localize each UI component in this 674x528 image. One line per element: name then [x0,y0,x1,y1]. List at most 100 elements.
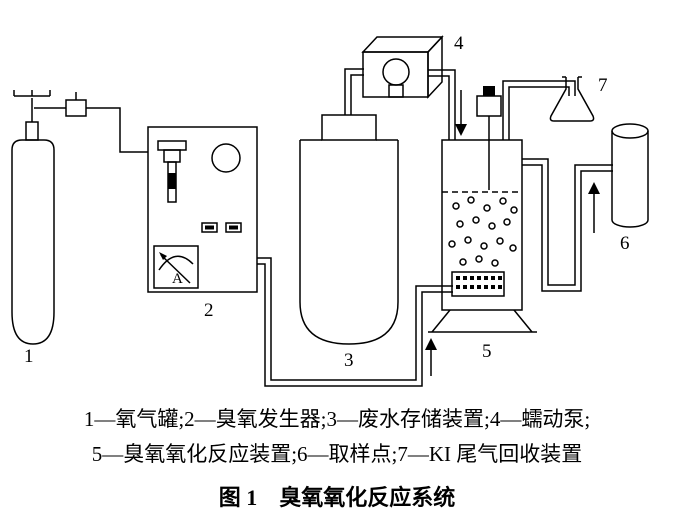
ozone-generator-housing [147,126,258,293]
pipe-line [257,263,453,387]
label-peristaltic-pump: 4 [454,33,464,54]
sparger-dots [456,276,502,289]
bubble [475,255,483,263]
pipe-line [350,74,364,115]
label-reactor: 5 [482,341,492,362]
pipe-reactor-to-flask [502,80,576,140]
bubble [488,222,496,230]
sparger-dot [498,276,502,280]
caption-line-1: 1—氧气罐;2—臭氧发生器;3—废水存储装置;4—蠕动泵; [83,407,591,431]
pipe-line [502,80,576,140]
storage-tank-lid [321,114,377,141]
flow-arrow-down-head [455,124,467,136]
bubble [509,244,517,252]
sparger-dot [463,276,467,280]
ammeter-needle [160,254,191,284]
pipe-line [522,158,613,286]
pipe-tank-to-pump [344,68,364,115]
flask-body [549,77,595,122]
bubble [464,236,472,244]
label-wastewater-storage: 3 [344,350,354,371]
bubble [467,196,475,204]
flow-arrow-up-outlet-head [588,182,600,194]
generator-dial [211,143,241,173]
wastewater-storage-tank [299,114,399,345]
gas-bubbles [448,196,518,267]
bubble [472,216,480,224]
oxygen-tank [11,90,87,345]
pipe-line [428,69,456,140]
sparger-dot [484,285,488,289]
pump-clamp [388,84,404,98]
sparger-dot [470,276,474,280]
diagram-svg: 1 2 3 4 5 6 7 A [11,33,649,387]
cylinder-bottom [611,219,649,228]
bubble [491,259,499,267]
reactor-stand-leg [513,309,533,333]
label-ozone-generator: 2 [204,300,214,321]
pipe-line [428,75,450,140]
pressure-regulator [65,99,87,117]
ammeter-label: A [172,271,183,287]
caption-block: 1—氧气罐;2—臭氧发生器;3—废水存储装置;4—蠕动泵; 5—臭氧氧化反应装置… [0,402,674,515]
gas-sparger [451,271,505,297]
oxygen-tank-body [11,139,55,345]
stirrer-motor [476,95,502,117]
bubble [496,237,504,245]
sparger-dot [456,276,460,280]
bubble [503,218,511,226]
stirrer-motor-cap [483,86,495,96]
reactor [428,86,537,333]
sparger-dot [491,285,495,289]
indicator-slot [225,222,242,233]
sparger-dot [456,285,460,289]
pipe-oxygen-to-generator [86,107,148,153]
bubble [452,202,460,210]
electrode-collar [163,149,181,163]
bubble [483,204,491,212]
pipe-line [344,68,364,115]
peristaltic-pump [361,35,444,99]
bubble [459,258,467,266]
pump-rotor [382,58,410,86]
label-sampling-point: 6 [620,233,630,254]
sampling-cylinder [611,123,649,228]
pipe-line [257,257,453,381]
ammeter-needle-tip [159,252,167,260]
caption-line-2: 5—臭氧氧化反应装置;6—取样点;7—KI 尾气回收装置 [91,442,583,466]
pump-side-face [427,35,443,99]
bubble [456,220,464,228]
sparger-dot [498,285,502,289]
bubble [448,240,456,248]
pipe-generator-to-reactor [257,257,453,387]
figure-title: 图 1 臭氧氧化反应系统 [218,485,456,510]
sparger-dot [484,276,488,280]
indicator-slot-fill [229,225,238,230]
bubble [499,197,507,205]
pipe-reactor-to-sampling [522,158,613,292]
label-oxygen-tank: 1 [24,346,34,367]
oxygen-tank-neck [25,121,39,141]
indicator-slot [201,222,218,233]
sparger-dot [477,276,481,280]
ozone-generator [147,126,258,293]
electrode-cap [157,140,187,151]
bubble [510,206,518,214]
pipe-line [508,86,570,140]
sparger-dot [491,276,495,280]
ammeter [153,245,199,289]
ammeter-scale-arc [158,255,194,271]
flow-arrow-up-inlet-head [425,338,437,350]
flow-arrows [425,90,600,376]
bubble [480,242,488,250]
sparger-dot [477,285,481,289]
pipe-line [522,164,613,292]
sparger-dot [463,285,467,289]
label-ki-trap: 7 [598,75,608,96]
electrode-band [168,173,176,189]
reactor-stand-leg [431,309,451,333]
storage-tank-body [299,140,399,345]
cylinder-top [611,123,649,139]
indicator-slot-fill [205,225,214,230]
